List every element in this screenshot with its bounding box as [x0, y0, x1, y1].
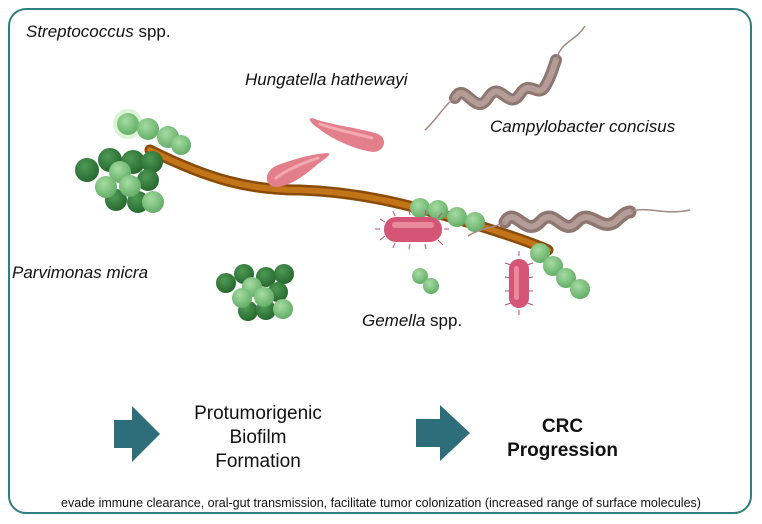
label-streptococcus-suffix: spp. [133, 22, 171, 41]
footer-caption: evade immune clearance, oral-gut transmi… [61, 496, 701, 510]
label-campylobacter: Campylobacter concisus [490, 117, 676, 136]
hungatella-rod-2 [266, 153, 330, 187]
filament-highlight [147, 147, 551, 253]
parvimonas-cluster-bottom [216, 264, 294, 321]
label-gemella: Gemella spp. [362, 311, 462, 331]
filament [144, 144, 554, 256]
label-parvimonas: Parvimonas micra [12, 263, 149, 282]
campylobacter-spiral-top [424, 25, 586, 131]
label-gemella-genus: Gemella [362, 311, 426, 330]
streptococcus-chain-right [530, 243, 590, 299]
arrow-to-biofilm [114, 406, 160, 462]
streptococcus-chain-top [113, 109, 191, 155]
label-gemella-suffix: spp. [425, 311, 463, 330]
arrow-to-crc [416, 405, 470, 461]
magenta-rod-vertical [504, 251, 534, 315]
stage-biofilm: Protumorigenic Biofilm Formation [168, 402, 348, 474]
magenta-rod-horizontal [375, 209, 449, 250]
stage-biofilm-line2: Biofilm [229, 427, 287, 448]
stage-biofilm-line3: Formation [215, 451, 301, 472]
diagram-frame [8, 8, 752, 514]
label-streptococcus-genus: Streptococcus [26, 22, 134, 41]
parvimonas-cluster-left [75, 148, 164, 213]
stage-biofilm-line1: Protumorigenic [194, 403, 322, 424]
gemella-diplococcus [412, 268, 439, 294]
hungatella-rod-1 [310, 118, 385, 152]
label-streptococcus: Streptococcus spp. [26, 22, 171, 42]
stage-crc: CRC Progression [480, 415, 645, 463]
label-hungatella: Hungatella hathewayi [245, 70, 408, 89]
campylobacter-spiral-mid [467, 205, 691, 237]
streptococcus-chain-mid [410, 198, 485, 232]
stage-crc-line1: CRC [541, 416, 584, 437]
stage-crc-line2: Progression [507, 440, 618, 461]
